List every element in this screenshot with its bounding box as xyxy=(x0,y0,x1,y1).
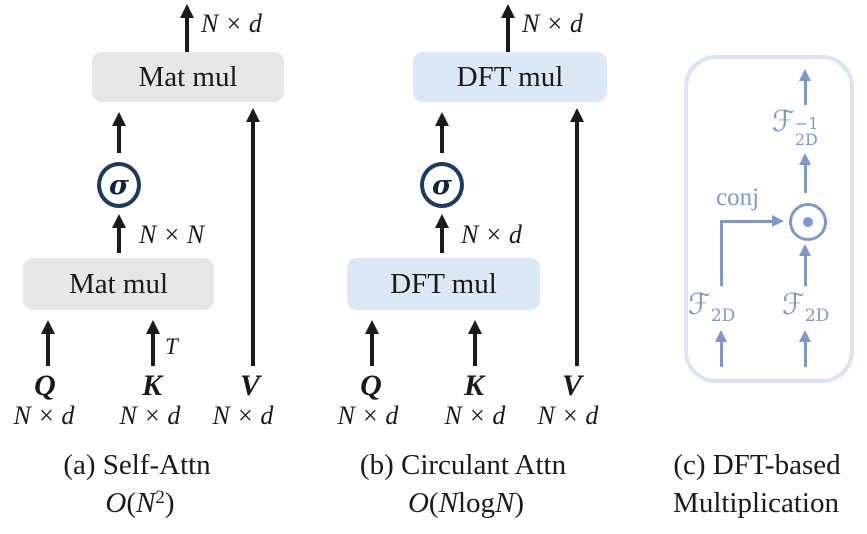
sigma-input-arrow-b xyxy=(435,214,449,253)
arrowhead-right-icon xyxy=(772,214,784,227)
v-label-b: V xyxy=(561,369,582,402)
arrowhead-up-icon xyxy=(799,69,811,81)
dftmul-box-top-b: DFT mul xyxy=(413,52,607,102)
matmul-box-top-a: Mat mul xyxy=(92,52,284,102)
k-label-a: K xyxy=(141,369,162,402)
fft-label-left: ℱ2D xyxy=(688,287,736,326)
fft-input-arrow-right xyxy=(799,330,812,367)
v-arrow-a xyxy=(246,108,260,366)
inverse-exponent: −1 xyxy=(794,114,819,133)
arrowhead-up-icon xyxy=(570,108,584,122)
sigma-label-b: σ xyxy=(432,169,452,201)
arrowhead-up-icon xyxy=(180,4,194,18)
arrowhead-up-icon xyxy=(246,108,260,122)
q-label-a: Q xyxy=(34,369,56,402)
arrowhead-up-icon xyxy=(41,320,55,334)
arrowhead-up-icon xyxy=(435,112,449,126)
q-dim-b: N × d xyxy=(337,401,399,430)
dftmul-box-bottom-b: DFT mul xyxy=(347,258,540,310)
fft-label-right: ℱ2D xyxy=(782,287,830,326)
inner-dim-label-b: N × d xyxy=(461,220,522,249)
transpose-label-a: T xyxy=(165,334,178,359)
output-dim-label-b: N × d xyxy=(522,9,583,38)
k-label-b: K xyxy=(463,369,484,402)
odot-center-dot xyxy=(803,217,813,227)
arrowhead-up-icon xyxy=(715,330,727,342)
v-dim-a: N × d xyxy=(212,401,274,430)
output-arrow-b xyxy=(501,4,515,53)
big-o: O xyxy=(105,487,127,519)
arrowhead-up-icon xyxy=(112,112,126,126)
arrowhead-up-icon xyxy=(501,4,515,18)
output-arrow-a xyxy=(180,4,194,53)
inner-dim-label-a: N × N xyxy=(139,220,205,249)
dftmul-box-top-b-label: DFT mul xyxy=(456,60,564,93)
sigma-input-arrow-a xyxy=(112,214,126,253)
conj-elbow-horizontal xyxy=(719,219,774,223)
q-dim-a: N × d xyxy=(13,401,75,430)
v-label-a: V xyxy=(239,369,260,402)
inverse-subscript: 2D xyxy=(794,130,818,149)
q-arrow-a xyxy=(41,320,55,366)
sigma-output-arrow-a xyxy=(112,112,126,153)
arrowhead-up-icon xyxy=(435,214,449,228)
odot-output-arrow xyxy=(799,153,812,193)
q-arrow-b xyxy=(365,320,379,366)
big-o: O xyxy=(407,487,429,519)
k-dim-b: N × d xyxy=(444,401,506,430)
dft-output-arrow xyxy=(799,69,812,105)
arrowhead-up-icon xyxy=(146,320,160,334)
dftmul-box-bottom-b-label: DFT mul xyxy=(390,267,497,300)
arrowhead-up-icon xyxy=(112,214,126,228)
sigma-circle-b: σ xyxy=(420,162,464,208)
complexity-a: O(N2) xyxy=(105,487,175,519)
v-dim-b: N × d xyxy=(537,401,599,430)
arrowhead-up-icon xyxy=(799,330,811,342)
arrowhead-up-icon xyxy=(799,153,811,165)
caption-a: (a) Self-Attn xyxy=(63,449,211,481)
conj-elbow-vertical xyxy=(719,221,723,286)
matmul-box-bottom-a-label: Mat mul xyxy=(68,267,169,300)
conjugate-label: conj xyxy=(716,184,760,211)
dft-panel-outline xyxy=(684,55,854,383)
v-arrow-b xyxy=(570,108,584,366)
q-label-b: Q xyxy=(360,369,382,402)
arrowhead-up-icon xyxy=(799,244,811,256)
k-dim-a: N × d xyxy=(119,401,181,430)
caption-c-line1: (c) DFT-based xyxy=(673,449,841,481)
matmul-box-bottom-a: Mat mul xyxy=(23,258,214,310)
odot-input-arrow xyxy=(799,244,812,286)
k-arrow-a xyxy=(146,320,160,366)
matmul-box-top-a-label: Mat mul xyxy=(138,60,238,93)
script-f-icon: ℱ xyxy=(688,287,711,321)
caption-c-line2: Multiplication xyxy=(673,487,839,519)
sigma-label-a: σ xyxy=(109,169,129,201)
elementwise-multiply-icon xyxy=(789,203,827,241)
sigma-circle-a: σ xyxy=(97,162,141,208)
fft-input-arrow-left xyxy=(715,330,728,367)
output-dim-label-a: N × d xyxy=(201,9,262,38)
script-f-icon: ℱ xyxy=(782,287,805,321)
arrowhead-up-icon xyxy=(468,320,482,334)
k-arrow-b xyxy=(468,320,482,366)
script-f-icon: ℱ xyxy=(772,104,795,138)
arrowhead-up-icon xyxy=(365,320,379,334)
caption-b: (b) Circulant Attn xyxy=(359,449,567,481)
sigma-output-arrow-b xyxy=(435,112,449,153)
complexity-b: O(NlogN) xyxy=(407,487,525,519)
